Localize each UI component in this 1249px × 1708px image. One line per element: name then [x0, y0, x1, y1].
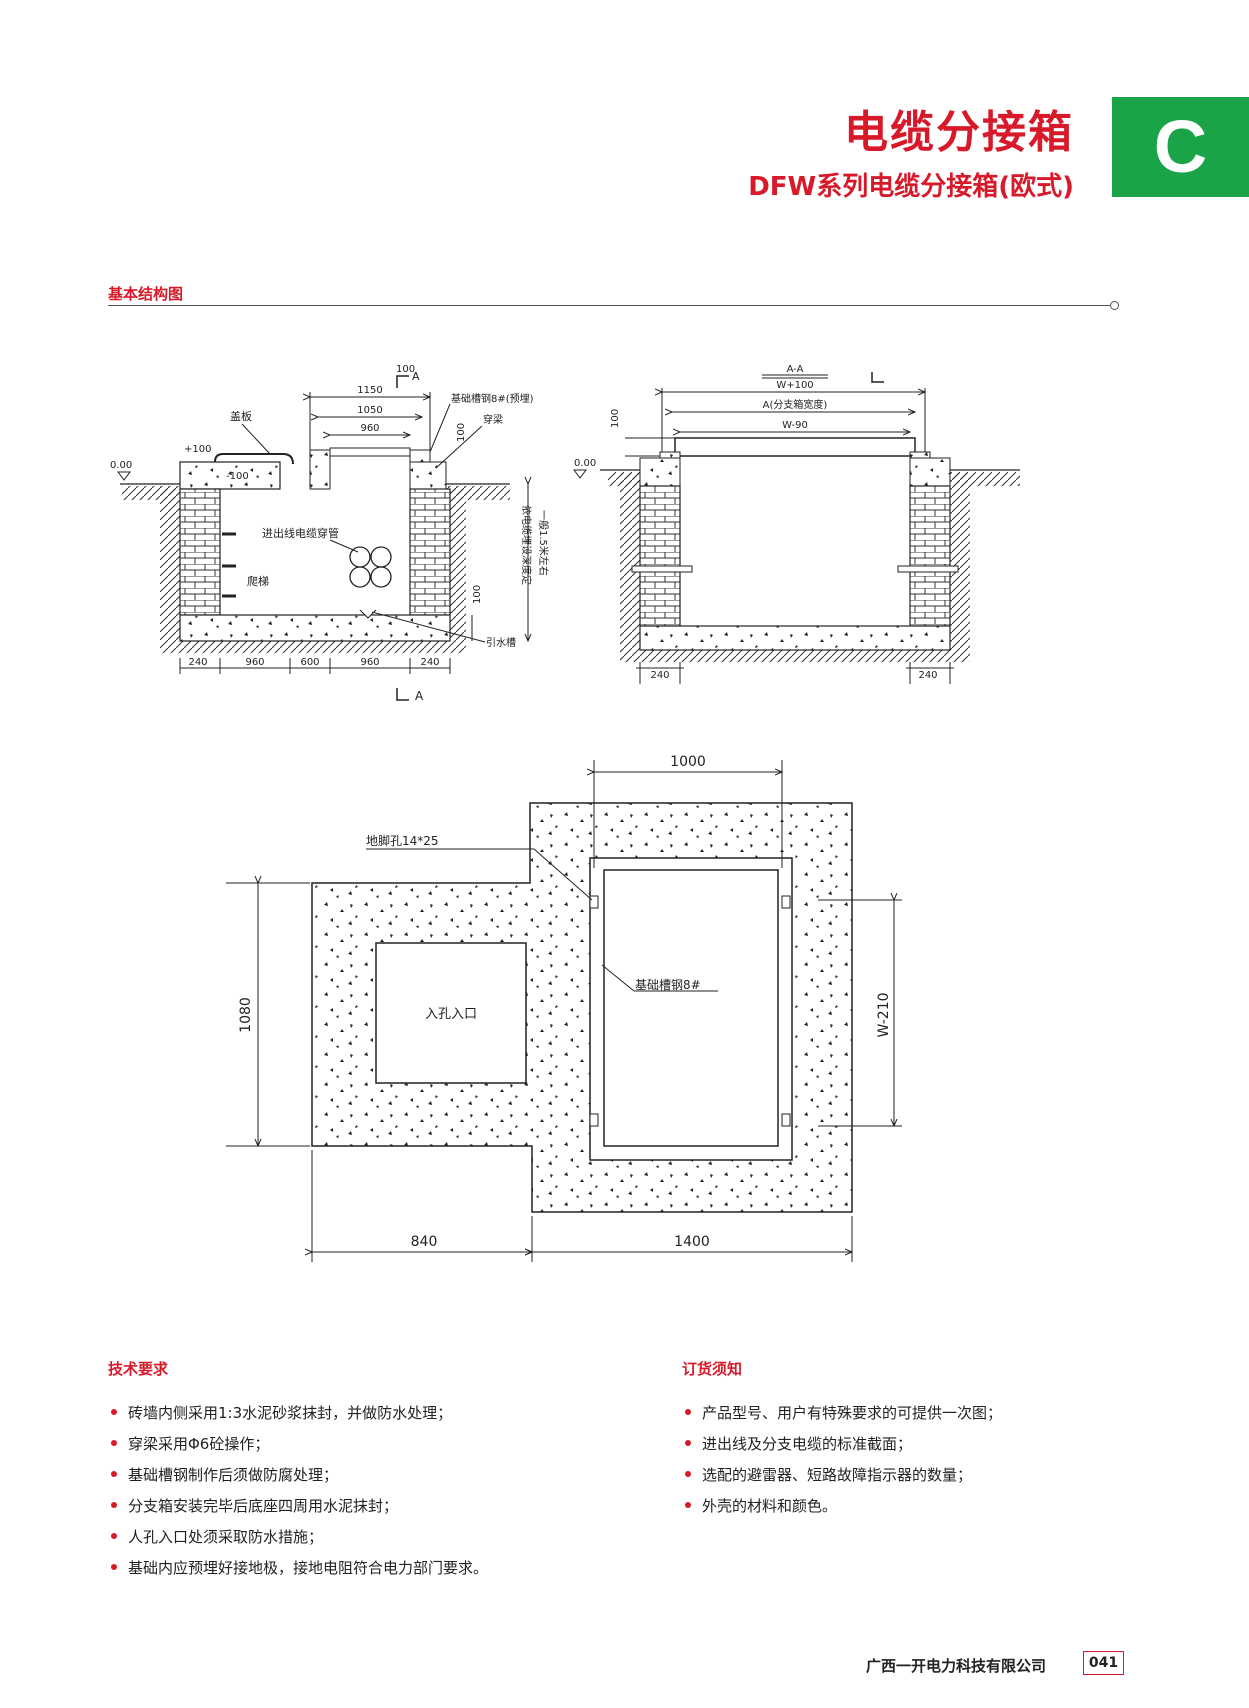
order-item: 选配的避雷器、短路故障指示器的数量； — [682, 1464, 1002, 1495]
label-depth2: 一般1.5米左右 — [537, 510, 550, 576]
dim-1080: 1080 — [238, 997, 254, 1033]
dim-right-100: 100 — [610, 409, 621, 428]
tech-item: 分支箱安装完毕后底座四周用水泥抹封； — [108, 1495, 488, 1526]
dim-right-240b: 240 — [918, 670, 937, 681]
label-beam-dim: 100 — [456, 423, 467, 442]
label-channel-steel: 基础槽钢8#(预埋) — [451, 392, 534, 405]
page-subtitle: DFW系列电缆分接箱(欧式) — [748, 172, 1074, 202]
label-minus100: -100 — [226, 471, 249, 482]
dim-w210: W-210 — [876, 992, 892, 1037]
section-title-basic: 基本结构图 — [108, 285, 184, 303]
footer-company: 广西一开电力科技有限公司 — [866, 1657, 1047, 1675]
dim-bottom-960b: 960 — [360, 657, 379, 668]
label-drain: 引水槽 — [486, 636, 516, 649]
label-level-right: 0.00 — [574, 458, 596, 469]
page-title: 电缆分接箱 — [844, 107, 1074, 158]
dim-840: 840 — [411, 1234, 438, 1250]
dim-1000: 1000 — [670, 754, 706, 770]
label-cable-pipe: 进出线电缆穿管 — [262, 526, 339, 540]
dim-bottom-960a: 960 — [245, 657, 264, 668]
label-lid: 盖板 — [230, 409, 252, 423]
label-depth: 依电缆埋设深度定 — [520, 505, 533, 585]
label-bottom-dim: 100 — [472, 585, 483, 604]
label-manhole: 入孔入口 — [425, 1007, 477, 1022]
label-steel: 基础槽钢8# — [635, 978, 701, 992]
label-ladder: 爬梯 — [247, 575, 269, 588]
tech-item: 砖墙内侧采用1:3水泥砂浆抹封，并做防水处理； — [108, 1402, 488, 1433]
dim-bottom-240b: 240 — [420, 657, 439, 668]
dim-1050: 1050 — [357, 405, 382, 416]
section-top-label: A — [412, 370, 420, 383]
dim-bottom-600: 600 — [300, 657, 319, 668]
dim-bottom-240a: 240 — [188, 657, 207, 668]
section-tab: C — [1112, 97, 1249, 197]
tech-item: 人孔入口处须采取防水措施； — [108, 1526, 488, 1557]
left-section-drawing: 1150 1050 960 100 A 盖板 +100 -100 0.00 基础… — [110, 364, 550, 703]
label-beam: 穿梁 — [483, 413, 503, 426]
dim-960: 960 — [360, 423, 379, 434]
right-section-drawing: A-A W+100 A(分支箱宽度) W-90 100 0.00 240 240 — [573, 364, 1020, 684]
section-bottom-label: A — [415, 689, 424, 703]
dim-1150: 1150 — [357, 385, 382, 396]
tech-list: 砖墙内侧采用1:3水泥砂浆抹封，并做防水处理； 穿梁采用Φ6砼操作； 基础槽钢制… — [108, 1402, 488, 1588]
section-divider — [108, 305, 1114, 306]
section-title-order: 订货须知 — [682, 1360, 743, 1378]
label-level-left: 0.00 — [110, 460, 132, 471]
tech-item: 基础槽钢制作后须做防腐处理； — [108, 1464, 488, 1495]
label-anchor: 地脚孔14*25 — [366, 833, 439, 848]
dim-w100: W+100 — [776, 380, 813, 391]
divider-end-dot — [1110, 301, 1119, 310]
plan-view-drawing: 入孔入口 基础槽钢8# 地脚孔14*25 1000 1080 W-210 — [226, 754, 902, 1262]
dim-a: A(分支箱宽度) — [763, 398, 828, 411]
section-title-tech: 技术要求 — [108, 1360, 169, 1378]
order-item: 产品型号、用户有特殊要求的可提供一次图； — [682, 1402, 1002, 1433]
dim-right-240a: 240 — [650, 670, 669, 681]
dim-w90: W-90 — [782, 420, 808, 431]
structure-drawings: 1150 1050 960 100 A 盖板 +100 -100 0.00 基础… — [110, 364, 1020, 1262]
label-aa: A-A — [787, 364, 804, 375]
order-list: 产品型号、用户有特殊要求的可提供一次图； 进出线及分支电缆的标准截面； 选配的避… — [682, 1402, 1002, 1526]
tech-item: 穿梁采用Φ6砼操作； — [108, 1433, 488, 1464]
order-item: 进出线及分支电缆的标准截面； — [682, 1433, 1002, 1464]
page-number: 041 — [1083, 1651, 1124, 1675]
order-item: 外壳的材料和颜色。 — [682, 1495, 1002, 1526]
dim-1400: 1400 — [674, 1234, 710, 1250]
label-plus100: +100 — [184, 444, 211, 455]
tech-item: 基础内应预埋好接地极，接地电阻符合电力部门要求。 — [108, 1557, 488, 1588]
section-top-dim: 100 — [396, 364, 415, 375]
